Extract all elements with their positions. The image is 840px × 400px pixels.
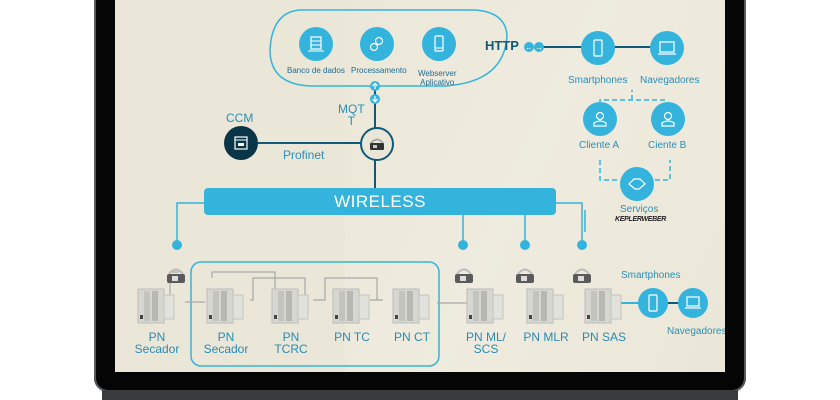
gears-icon	[360, 27, 394, 61]
local-smartphones-label: Smartphones	[621, 270, 681, 281]
profinet-label: Profinet	[283, 148, 325, 162]
cloud-label-processing: Processamento	[351, 66, 407, 75]
wireless-branch-left	[176, 202, 204, 245]
arrow-left-icon: ←	[524, 42, 534, 52]
handshake-icon	[620, 167, 654, 201]
wireless-router-icon	[164, 264, 188, 286]
panel-label: PN ML/SCS	[465, 330, 506, 356]
wireless-branch-right	[556, 202, 583, 245]
arrow-right-icon: →	[534, 42, 544, 52]
control-panel-icon	[270, 287, 312, 325]
cloud-outline	[269, 9, 508, 87]
control-panel-icon	[465, 287, 507, 325]
laptop-icon	[678, 288, 708, 318]
user-icon	[583, 102, 617, 136]
control-panel-icon	[525, 287, 567, 325]
ccm-label: CCM	[226, 111, 254, 125]
smartphone-icon	[638, 288, 668, 318]
kepler-weber-logo: KEPLERWEBER	[615, 216, 667, 223]
panel-label: PN TC	[334, 330, 370, 344]
remote-smartphones-label: Smartphones	[568, 75, 628, 86]
panel-label: PN CT	[394, 330, 430, 344]
control-panel-icon	[205, 287, 247, 325]
client-dashed-bottom	[599, 160, 671, 181]
screen: Banco de dados Processamento Webserver A…	[115, 0, 725, 372]
cloud-label-database: Banco de dados	[287, 66, 345, 75]
laptop-icon	[650, 31, 684, 65]
cloud-label-webserver: Webserver Aplicativo	[418, 69, 457, 87]
tablet-icon	[422, 27, 456, 61]
wireless-router-icon	[570, 264, 594, 286]
control-panel-icon	[331, 287, 373, 325]
gateway-icon	[360, 127, 394, 161]
control-panel-icon	[136, 287, 178, 325]
control-panel-icon	[583, 287, 625, 325]
user-icon	[651, 102, 685, 136]
services-label: Serviços	[620, 204, 659, 215]
ccm-controller-icon	[224, 126, 258, 160]
mqtt-label: MQT T	[338, 102, 365, 128]
panel-label: PN MLR	[523, 330, 569, 344]
wireless-bar: WIRELESS	[204, 188, 556, 215]
panel-group-outline	[190, 261, 440, 367]
local-browsers-label: Navegadores	[667, 326, 725, 337]
smartphone-icon	[581, 31, 615, 65]
client-b-label: Ciente B	[648, 140, 687, 151]
control-panel-icon	[391, 287, 433, 325]
remote-browsers-label: Navegadores	[640, 75, 700, 86]
client-a-label: Cliente A	[579, 140, 620, 151]
http-label: HTTP	[485, 38, 519, 53]
wireless-router-icon	[513, 264, 537, 286]
database-icon	[299, 27, 333, 61]
panel-label: PN SAS	[581, 330, 626, 344]
tablet-bottom-edge	[102, 390, 738, 400]
wireless-router-icon	[452, 264, 476, 286]
